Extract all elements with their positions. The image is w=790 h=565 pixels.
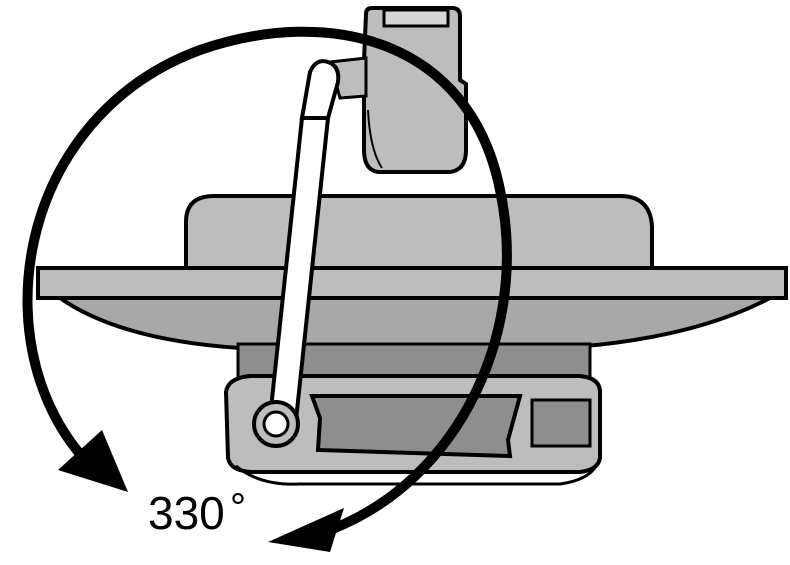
swivel-base bbox=[223, 342, 602, 486]
monitor-housing bbox=[184, 194, 654, 270]
rotation-arrow bbox=[22, 26, 512, 552]
monitor-panel bbox=[36, 266, 788, 350]
stand-column bbox=[252, 59, 341, 448]
arrowhead-left-icon bbox=[58, 430, 128, 492]
degree-symbol: ° bbox=[230, 486, 246, 530]
rotation-angle-label: 330 bbox=[148, 487, 225, 539]
arrowhead-right-icon bbox=[268, 508, 344, 552]
